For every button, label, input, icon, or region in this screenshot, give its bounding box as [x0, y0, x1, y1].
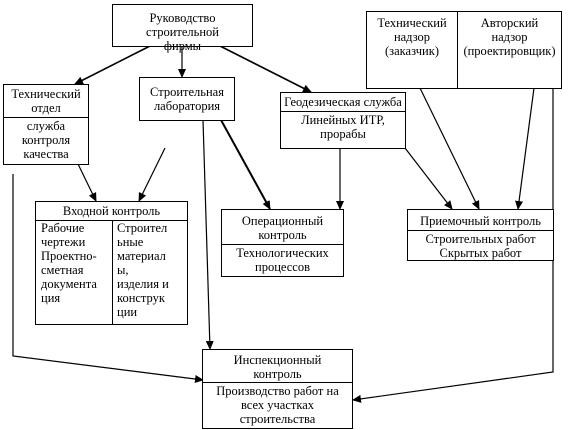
node-supervision: Технический надзор (заказчик) Авторский …	[366, 11, 562, 89]
node-geodetic-body: Линейных ИТР, прорабы	[301, 113, 385, 141]
node-geodetic-title: Геодезическая служба	[284, 95, 402, 109]
node-tech-dept-body: служба контроля качества	[21, 119, 71, 161]
node-input-control-right: Строител ьные материал ы, изделия и конс…	[117, 221, 169, 319]
node-acceptance-body: Строительных работ Скрытых работ	[425, 232, 536, 260]
edge-lab-input	[138, 147, 166, 202]
edge-management-techdept	[74, 45, 151, 85]
node-supervision-divider	[457, 12, 458, 88]
node-inspection-divider	[203, 382, 352, 383]
node-geodetic-divider	[281, 111, 405, 112]
node-tech-dept-divider	[4, 117, 88, 118]
node-operational-divider	[222, 244, 343, 245]
node-geodetic: Геодезическая служба Линейных ИТР, прора…	[280, 92, 406, 149]
edge-techdept-inspection	[12, 174, 204, 383]
edge-supervision-right-acceptance	[515, 87, 535, 210]
node-input-control-left: Рабочие чертежи Проектно- сметная докуме…	[41, 221, 97, 305]
edge-geodetic-acceptance	[404, 147, 453, 210]
edge-lab-operational	[220, 119, 271, 210]
node-inspection-title: Инспекционный контроль	[233, 353, 322, 381]
node-acceptance-divider	[408, 230, 553, 231]
edge-management-geodetic	[219, 45, 312, 93]
node-operational-title: Операционный контроль	[241, 214, 324, 242]
node-management: Руководство строительной фирмы	[112, 4, 253, 53]
node-input-control: Входной контроль Рабочие чертежи Проектн…	[35, 201, 188, 325]
node-tech-dept: Технический отдел служба контроля качест…	[3, 84, 89, 165]
node-input-control-divider	[36, 220, 187, 221]
node-acceptance: Приемочный контроль Строительных работ С…	[407, 209, 554, 261]
node-supervision-right: Авторский надзор (проектировщик)	[463, 16, 556, 58]
edge-supervision-left-acceptance	[419, 87, 480, 210]
node-operational: Операционный контроль Технологических пр…	[221, 209, 344, 277]
node-input-control-vdivider	[112, 220, 113, 324]
node-inspection: Инспекционный контроль Производство рабо…	[202, 349, 353, 429]
node-inspection-body: Производство работ на всех участках стро…	[216, 384, 339, 426]
node-lab-title: Строительная лаборатория	[150, 85, 224, 113]
node-tech-dept-title: Технический отдел	[11, 87, 81, 115]
node-management-label: Руководство строительной фирмы	[146, 11, 219, 53]
node-input-control-title: Входной контроль	[62, 204, 161, 218]
edge-supervision-inspection	[352, 88, 554, 403]
node-supervision-left: Технический надзор (заказчик)	[377, 16, 447, 58]
node-operational-body: Технологических процессов	[236, 246, 329, 274]
edge-lab-inspection	[202, 119, 214, 350]
node-lab: Строительная лаборатория	[139, 77, 235, 121]
edge-techdept-input	[77, 163, 97, 202]
node-acceptance-title: Приемочный контроль	[420, 214, 541, 228]
